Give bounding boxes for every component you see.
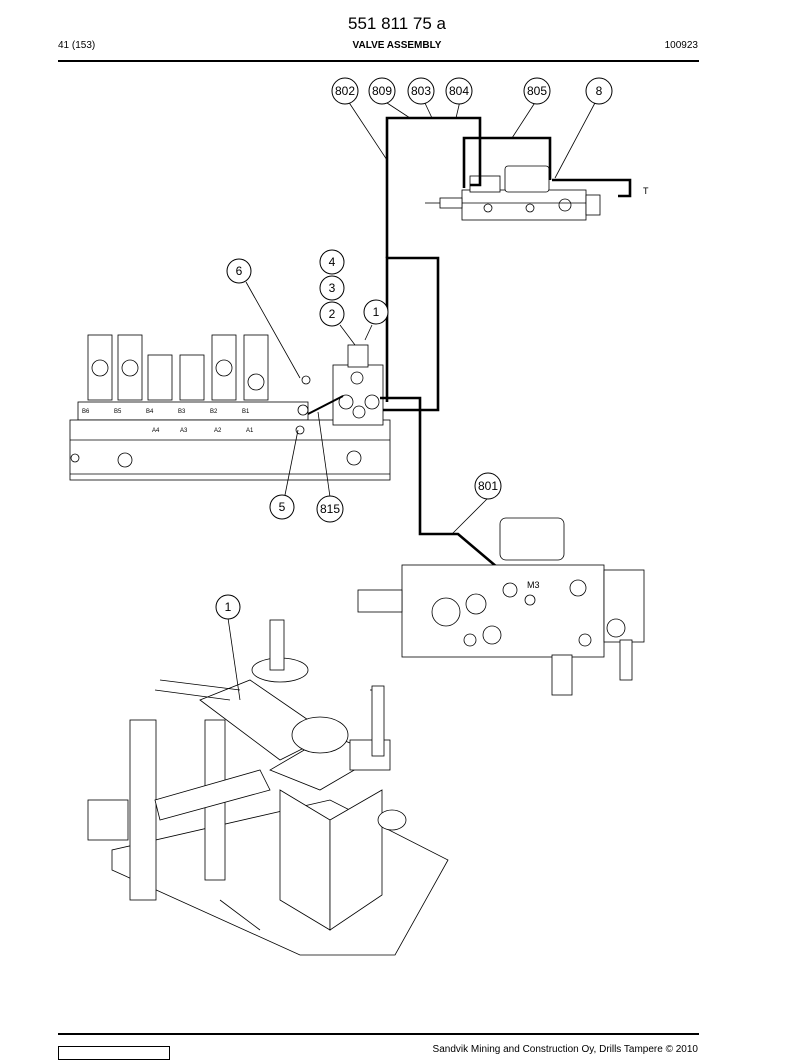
footer-copyright: Sandvik Mining and Construction Oy, Dril… (432, 1044, 698, 1055)
port-label: B2 (210, 409, 218, 415)
port-labels: B6 B5 B4 B3 B2 B1 A4 A3 A2 A1 (82, 409, 254, 434)
header-rule (58, 60, 699, 62)
svg-text:805: 805 (527, 84, 547, 98)
svg-text:6: 6 (236, 264, 243, 278)
callout-2: 2 (319, 301, 345, 327)
page-number: 41 (153) (58, 40, 96, 51)
sandvik-logo (58, 1046, 170, 1060)
callout-6: 6 (226, 258, 252, 284)
svg-text:809: 809 (372, 84, 392, 98)
callout-809: 809 (368, 77, 396, 105)
callout-1-lower: 1 (215, 594, 241, 620)
document-code: 100923 (664, 40, 698, 51)
svg-text:802: 802 (335, 84, 355, 98)
svg-text:801: 801 (478, 479, 498, 493)
page-title: VALVE ASSEMBLY (352, 40, 442, 51)
callout-815: 815 (316, 495, 344, 523)
svg-text:5: 5 (279, 500, 286, 514)
svg-text:4: 4 (329, 255, 336, 269)
leader-1-lower (227, 617, 241, 701)
middle-valve-stack (69, 334, 391, 481)
port-label: A3 (180, 428, 188, 434)
svg-text:8: 8 (596, 84, 603, 98)
lower-valve-block (357, 517, 645, 696)
callout-3: 3 (319, 275, 345, 301)
callout-803: 803 (407, 77, 435, 105)
port-label: B5 (114, 409, 122, 415)
port-label: A1 (246, 428, 254, 434)
svg-text:803: 803 (411, 84, 431, 98)
svg-text:1: 1 (225, 600, 232, 614)
callout-8: 8 (585, 77, 613, 105)
svg-text:2: 2 (329, 307, 336, 321)
machine-isometric-view (87, 619, 449, 956)
document-number: 551 811 75 a (348, 14, 446, 33)
callout-801: 801 (474, 472, 502, 500)
upper-valve-block (425, 165, 601, 221)
callout-5: 5 (269, 494, 295, 520)
svg-text:804: 804 (449, 84, 469, 98)
port-label: A2 (214, 428, 222, 434)
callout-804: 804 (445, 77, 473, 105)
lower-hose (380, 396, 511, 579)
leader-801 (451, 497, 489, 535)
svg-text:1: 1 (373, 305, 380, 319)
port-label: B3 (178, 409, 186, 415)
port-label: B4 (146, 409, 154, 415)
footer-rule (58, 1033, 699, 1035)
callout-805: 805 (523, 77, 551, 105)
tank-port-label: T (643, 186, 649, 196)
gauge-port-label: M3 (527, 580, 540, 590)
svg-text:815: 815 (320, 502, 340, 516)
svg-text:3: 3 (329, 281, 336, 295)
callout-4: 4 (319, 249, 345, 275)
callout-802: 802 (331, 77, 359, 105)
upper-leaders (347, 100, 597, 179)
callout-1-upper: 1 (363, 299, 389, 325)
upper-hoses (372, 116, 632, 412)
port-label: B1 (242, 409, 250, 415)
middle-leaders (245, 281, 373, 498)
port-label: B6 (82, 409, 90, 415)
port-label: A4 (152, 428, 160, 434)
